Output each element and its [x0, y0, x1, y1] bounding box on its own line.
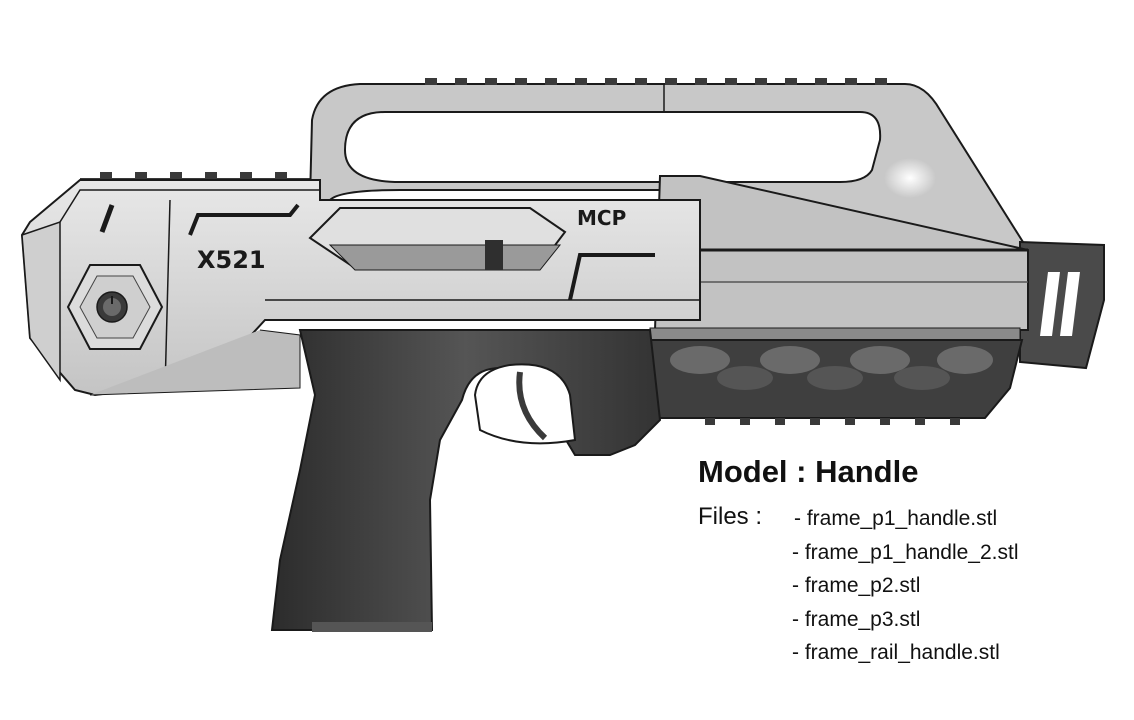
model-heading: Model : Handle	[698, 454, 919, 489]
files-list: frame_p1_handle.stl frame_p1_handle_2.st…	[792, 502, 1019, 670]
model-info: Model : Handle Files : frame_p1_handle.s…	[698, 452, 1018, 682]
receiver: X521 MCP	[20, 179, 701, 397]
file-item: frame_p2.stl	[792, 569, 1018, 603]
side-marking: X521	[197, 246, 266, 274]
files-section: Files : frame_p1_handle.stl frame_p1_han…	[698, 502, 1018, 682]
front-shroud	[649, 175, 1029, 341]
handguard	[639, 339, 1024, 425]
file-item: frame_rail_handle.stl	[792, 636, 1018, 670]
muzzle	[1019, 240, 1105, 370]
file-item: frame_p3.stl	[792, 603, 1018, 637]
brand-marking: MCP	[577, 206, 626, 230]
files-label: Files :	[698, 503, 763, 530]
file-item: frame_p1_handle.stl	[794, 502, 1018, 536]
grip-assembly	[270, 329, 662, 632]
file-item: frame_p1_handle_2.stl	[792, 536, 1019, 570]
